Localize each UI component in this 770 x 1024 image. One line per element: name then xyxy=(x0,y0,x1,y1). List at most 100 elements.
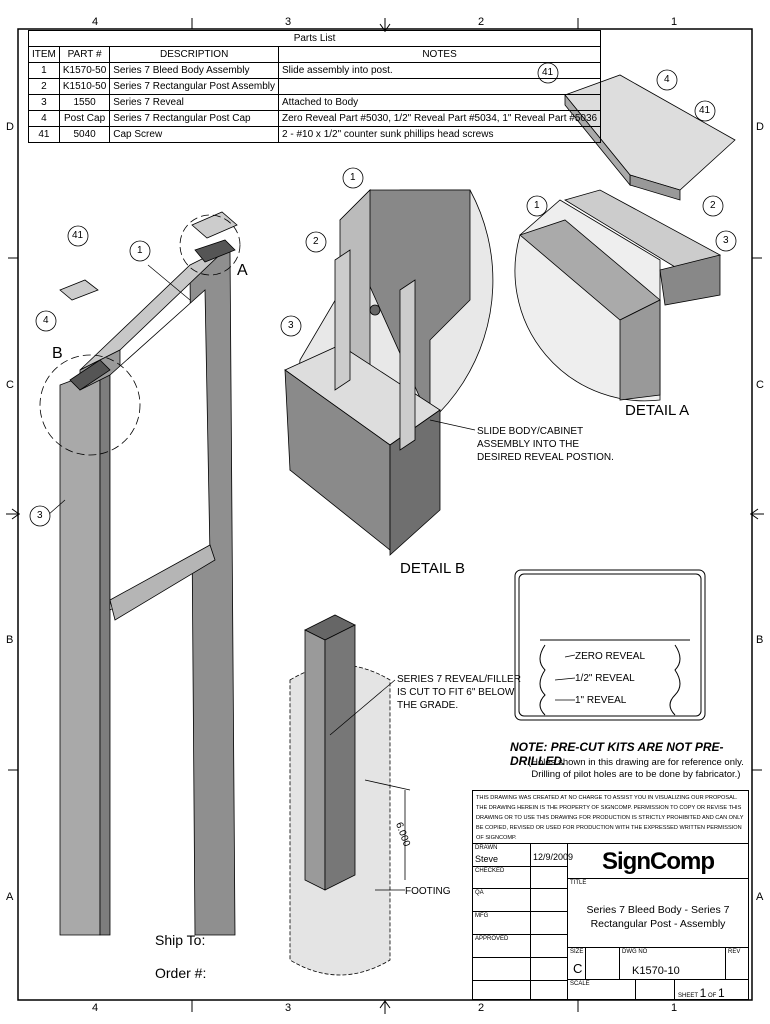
approved-label: APPROVED xyxy=(475,936,509,942)
one-reveal-label: 1" REVEAL xyxy=(575,695,627,706)
blank-cell xyxy=(585,947,620,980)
precut-note: NOTE: PRE-CUT KITS ARE NOT PRE-DRILLED. xyxy=(510,740,724,768)
annotation-line: ASSEMBLY INTO THE xyxy=(477,439,580,450)
zone-row-b-right: B xyxy=(756,634,764,646)
reveal-filler-annotation: SERIES 7 REVEAL/FILLER IS CUT TO FIT 6" … xyxy=(397,673,521,712)
drawn-label: DRAWN xyxy=(475,845,498,851)
size-label: SIZE xyxy=(570,949,584,955)
blank-cell xyxy=(530,980,568,1000)
cell: Attached to Body xyxy=(278,94,602,111)
header-description: DESCRIPTION xyxy=(109,46,280,63)
callout-41-detail-a: 41 xyxy=(542,67,554,78)
size-cell: SIZE C xyxy=(567,947,586,980)
order-label: Order #: xyxy=(155,965,207,981)
view-label-b: B xyxy=(52,345,63,362)
cell: Cap Screw xyxy=(109,126,280,143)
of-label: OF xyxy=(707,993,717,999)
blank-cell xyxy=(635,979,675,1000)
blank-cell xyxy=(472,980,531,1000)
checked-label: CHECKED xyxy=(475,868,505,874)
cell: 41 xyxy=(28,126,60,143)
zone-col-3: 3 xyxy=(285,16,292,28)
callout-bubbles xyxy=(29,62,737,527)
drawn-by: Steve xyxy=(475,854,499,864)
cell: 2 xyxy=(28,78,60,95)
checked-date-cell xyxy=(530,866,568,889)
callout-41: 41 xyxy=(72,230,84,241)
sheet-number: 1 xyxy=(699,986,707,1000)
callout-41-detail-a-2: 41 xyxy=(699,105,711,116)
header-item: ITEM xyxy=(28,46,60,63)
zone-row-a: A xyxy=(6,891,14,903)
disclaimer: THIS DRAWING WAS CREATED AT NO CHARGE TO… xyxy=(472,790,749,844)
mfg-date-cell xyxy=(530,911,568,935)
cell: 5040 xyxy=(58,126,111,143)
scale-cell: SCALE xyxy=(567,979,636,1000)
approved-date-cell xyxy=(530,934,568,958)
callout-4-detail-a: 4 xyxy=(664,74,670,85)
annotation-line: DESIRED REVEAL POSTION. xyxy=(477,452,614,463)
zone-col-2-bottom: 2 xyxy=(478,1002,485,1014)
cell: 4 xyxy=(28,110,60,127)
dwg-label: DWG NO xyxy=(622,949,648,955)
cell: Series 7 Reveal xyxy=(109,94,280,111)
size-value: C xyxy=(573,961,583,976)
dwg-no: K1570-10 xyxy=(632,965,680,977)
scale-label: SCALE xyxy=(570,981,590,987)
detail-b-label: DETAIL B xyxy=(400,560,466,577)
title-label: TITLE xyxy=(570,880,587,886)
callout-2-detail-b: 2 xyxy=(313,236,319,247)
callout-2-detail-a: 2 xyxy=(710,200,716,211)
main-assembly-view xyxy=(39,211,241,936)
zone-col-4: 4 xyxy=(92,16,99,28)
annotation-line: SLIDE BODY/CABINET xyxy=(477,426,584,437)
zone-col-4-bottom: 4 xyxy=(92,1002,99,1014)
zone-col-1-bottom: 1 xyxy=(671,1002,678,1014)
zero-reveal-label: ZERO REVEAL xyxy=(575,651,646,662)
cell: 1550 xyxy=(58,94,111,111)
cell: Series 7 Bleed Body Assembly xyxy=(109,62,280,79)
ship-to-label: Ship To: xyxy=(155,932,206,948)
cell: Post Cap xyxy=(58,110,111,127)
cell: 2 - #10 x 1/2" counter sunk phillips hea… xyxy=(278,126,602,143)
zone-row-c-right: C xyxy=(756,379,764,391)
leader-lines xyxy=(47,264,576,891)
annotation-line: SERIES 7 REVEAL/FILLER xyxy=(397,674,521,685)
drawing-title: Series 7 Bleed Body - Series 7 Rectangul… xyxy=(586,904,730,930)
approved-cell: APPROVED xyxy=(472,934,531,958)
zone-row-a-right: A xyxy=(756,891,764,903)
title-cell: TITLE Series 7 Bleed Body - Series 7 Rec… xyxy=(567,878,749,948)
view-label-a: A xyxy=(237,262,248,279)
callout-4: 4 xyxy=(43,315,49,326)
qa-cell: QA xyxy=(472,888,531,912)
callout-1: 1 xyxy=(137,245,143,256)
mfg-label: MFG xyxy=(475,913,489,919)
detail-b-view xyxy=(284,189,494,556)
callout-1-detail-b: 1 xyxy=(350,172,356,183)
blank-cell xyxy=(530,957,568,981)
mfg-cell: MFG xyxy=(472,911,531,935)
zone-col-3-bottom: 3 xyxy=(285,1002,292,1014)
annotation-line: THE GRADE. xyxy=(397,700,459,711)
cell xyxy=(278,78,602,95)
qa-label: QA xyxy=(475,890,484,896)
sheet-cell: SHEET 1 OF 1 xyxy=(674,979,749,1000)
cell: K1570-50 xyxy=(58,62,111,79)
sheet-total: 1 xyxy=(717,986,725,1000)
zone-col-1: 1 xyxy=(671,16,678,28)
footing-view xyxy=(289,614,411,976)
callout-3-detail-b: 3 xyxy=(288,320,294,331)
parts-list-table: Parts List ITEM PART # DESCRIPTION NOTES… xyxy=(27,30,602,143)
rev-label: REV xyxy=(728,949,741,955)
callout-3: 3 xyxy=(37,510,43,521)
holes-note: (Holes shown in this drawing are for ref… xyxy=(528,757,744,781)
note-line: Drilling of pilot holes are to be done b… xyxy=(531,769,741,780)
rev-cell: REV xyxy=(725,947,749,980)
company-logo: SignComp xyxy=(567,843,749,879)
callout-1-detail-a: 1 xyxy=(534,200,540,211)
